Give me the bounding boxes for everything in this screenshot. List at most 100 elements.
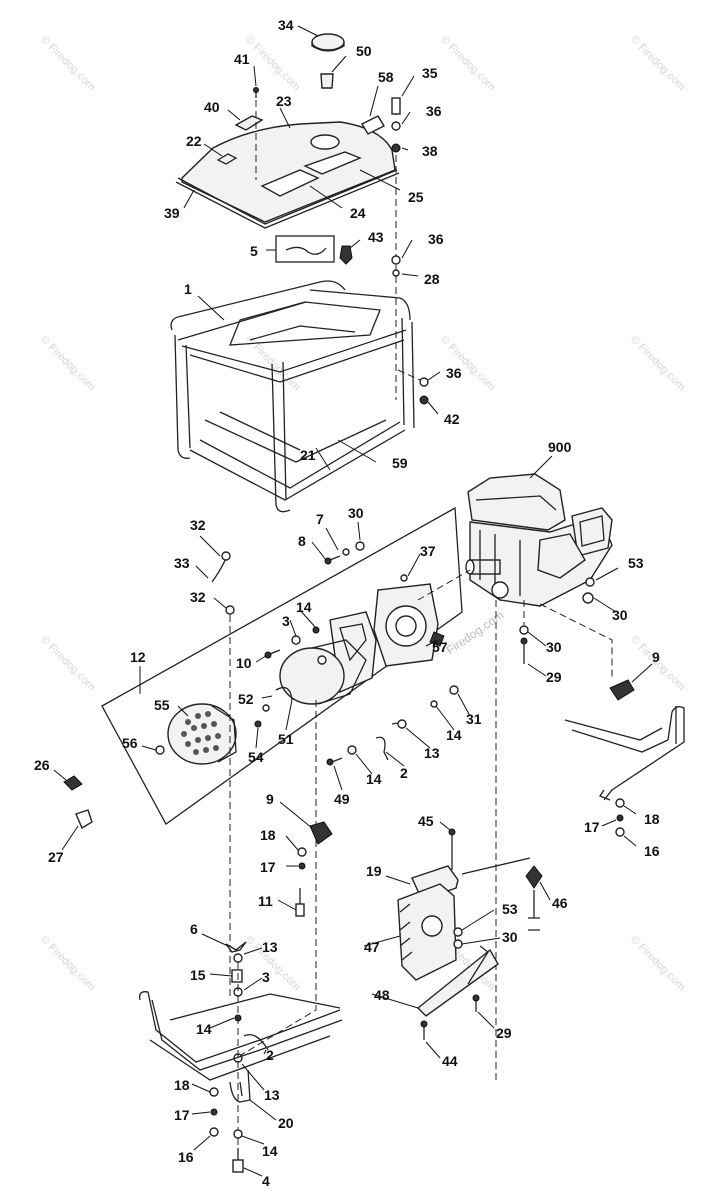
callout-25: 25	[408, 189, 424, 205]
left-handle-group	[139, 821, 343, 1173]
callout-17c: 17	[174, 1107, 190, 1123]
fuel-tank-group	[175, 33, 401, 400]
fuel-strainer	[320, 73, 334, 89]
watermark: © Firedog.com	[438, 34, 498, 94]
callout-17b: 17	[584, 819, 600, 835]
callout-59: 59	[392, 455, 408, 471]
watermark: © Firedog.com	[38, 634, 98, 694]
part-27	[75, 809, 93, 830]
watermark: © Firedog.com	[628, 34, 688, 94]
watermark: © Firedog.com	[628, 934, 688, 994]
callout-30d: 30	[502, 929, 518, 945]
callout-9: 9	[652, 649, 660, 665]
callout-52: 52	[238, 691, 254, 707]
callout-21: 21	[300, 447, 316, 463]
callout-36: 36	[426, 103, 442, 119]
callout-15: 15	[190, 967, 206, 983]
fuel-cap	[311, 33, 345, 51]
callout-51: 51	[278, 731, 294, 747]
callout-37: 37	[420, 543, 436, 559]
callout-53: 53	[628, 555, 644, 571]
callout-16b: 16	[178, 1149, 194, 1165]
callout-30: 30	[348, 505, 364, 521]
callout-30b: 30	[612, 607, 628, 623]
callout-900: 900	[548, 439, 572, 455]
end-cover	[167, 703, 237, 765]
callout-30c: 30	[546, 639, 562, 655]
callout-50: 50	[356, 43, 372, 59]
callout-33: 33	[174, 555, 190, 571]
callout-58: 58	[378, 69, 394, 85]
callout-46: 46	[552, 895, 568, 911]
engine-shroud	[467, 473, 566, 531]
watermark-center: Firedog.com	[444, 608, 507, 658]
callout-13c: 13	[264, 1087, 280, 1103]
alternator-outline-box	[101, 506, 463, 825]
callout-55: 55	[154, 697, 170, 713]
callout-47: 47	[364, 939, 380, 955]
callout-3b: 3	[262, 969, 270, 985]
rotor-housing	[279, 647, 345, 705]
watermark: © Firedog.com	[243, 34, 303, 94]
tank-bracket	[234, 115, 264, 131]
callout-38: 38	[422, 143, 438, 159]
callout-11: 11	[258, 893, 273, 909]
alternator-group	[101, 506, 471, 1000]
callout-2: 2	[400, 765, 408, 781]
callout-13: 13	[424, 745, 440, 761]
callout-27: 27	[48, 849, 64, 865]
watermark: © Firedog.com	[628, 334, 688, 394]
callout-1: 1	[184, 281, 192, 297]
callout-4: 4	[262, 1173, 270, 1189]
callout-14d: 14	[196, 1021, 212, 1037]
tank-label-2	[303, 151, 362, 175]
callout-40: 40	[204, 99, 220, 115]
callout-36b: 36	[428, 231, 444, 247]
part-26	[63, 775, 83, 791]
callout-8: 8	[298, 533, 306, 549]
callout-23: 23	[276, 93, 292, 109]
tank-label	[260, 169, 320, 197]
callout-54: 54	[248, 749, 264, 765]
callout-14e: 14	[262, 1143, 278, 1159]
muffler-group	[397, 828, 543, 1040]
callout-16: 16	[644, 843, 660, 859]
callout-19: 19	[366, 863, 382, 879]
callout-7: 7	[316, 511, 324, 527]
callout-24: 24	[350, 205, 366, 221]
watermark: © Firedog.com	[38, 934, 98, 994]
callout-14b: 14	[446, 727, 462, 743]
spark-arrestor	[525, 865, 543, 889]
right-handle-group	[564, 679, 685, 837]
callout-42: 42	[444, 411, 460, 427]
callout-18b: 18	[644, 811, 660, 827]
watermark: © Firedog.com	[438, 334, 498, 394]
callout-2b: 2	[266, 1047, 274, 1063]
callout-34: 34	[278, 17, 294, 33]
watermark: © Firedog.com	[38, 334, 98, 394]
callout-32: 32	[190, 517, 206, 533]
callout-10: 10	[236, 655, 252, 671]
misc-parts	[63, 775, 93, 830]
fuel-valve	[339, 245, 353, 265]
engine-group	[465, 473, 613, 1080]
callout-41: 41	[234, 51, 250, 67]
callout-53b: 53	[502, 901, 518, 917]
callout-17: 17	[260, 859, 276, 875]
callout-14c: 14	[366, 771, 382, 787]
leader-lines	[53, 25, 653, 1177]
callout-35: 35	[422, 65, 438, 81]
callout-29b: 29	[496, 1025, 512, 1041]
callout-13b: 13	[262, 939, 278, 955]
callout-31: 31	[466, 711, 482, 727]
callout-18: 18	[260, 827, 276, 843]
callout-3: 3	[282, 613, 290, 629]
callout-5: 5	[250, 243, 258, 259]
callout-28: 28	[424, 271, 440, 287]
callout-29: 29	[546, 669, 562, 685]
watermark: © Firedog.com	[38, 34, 98, 94]
callout-labels: 34 50 41 58 35 40 23 36 22 38 25 39 24 5…	[34, 17, 660, 1189]
callout-56: 56	[122, 735, 138, 751]
callout-32b: 32	[190, 589, 206, 605]
